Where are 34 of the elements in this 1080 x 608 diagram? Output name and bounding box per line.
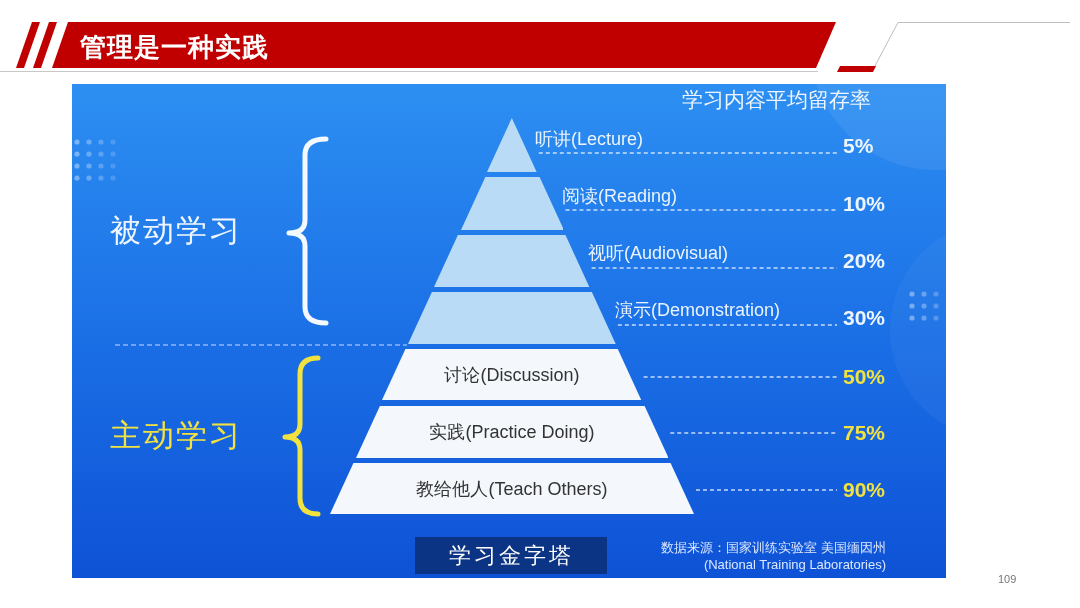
pyramid-layer [382, 349, 642, 400]
pyramid-layer [408, 292, 616, 344]
percentage-value: 75% [843, 419, 886, 447]
percentage-value: 50% [843, 363, 886, 391]
group-label: 被动学习 [110, 213, 242, 248]
pyramid-layer [330, 463, 694, 514]
group-label: 主动学习 [110, 418, 242, 453]
pyramid-layer [355, 406, 669, 458]
layer-label: 阅读(Reading) [562, 185, 678, 208]
slide-title: 管理是一种实践 [80, 31, 269, 63]
dashed-leader-line [564, 209, 838, 211]
layer-label: 教给他人(Teach Others) [416, 477, 608, 501]
layer-label: 听讲(Lecture) [535, 128, 644, 151]
page-number: 109 [998, 572, 1017, 587]
layer-label: 演示(Demonstration) [615, 299, 781, 322]
percentage-value: 90% [843, 476, 886, 504]
percentage-value: 30% [843, 304, 886, 332]
dashed-leader-line [538, 152, 838, 154]
percentage-value: 10% [843, 190, 886, 218]
percentage-value: 20% [843, 247, 886, 275]
dashed-leader-line [617, 324, 838, 326]
layer-label: 视听(Audiovisual) [588, 242, 729, 265]
pyramid-layer [460, 177, 564, 230]
percentage-value: 5% [843, 132, 874, 160]
dashed-leader-line [669, 432, 838, 434]
dashed-leader-line [695, 489, 838, 491]
dashed-leader-line [642, 376, 838, 378]
caption-box: 学习金字塔 [415, 537, 607, 574]
column-heading: 学习内容平均留存率 [682, 87, 871, 112]
pyramid-layer [434, 235, 590, 287]
source-note: 数据来源：国家训练实验室 美国缅因州 (National Training Laboratories) [660, 539, 886, 573]
layer-label: 讨论(Discussion) [444, 363, 580, 387]
pyramid-layer [487, 118, 537, 172]
layer-label: 实践(Practice Doing) [429, 421, 595, 444]
